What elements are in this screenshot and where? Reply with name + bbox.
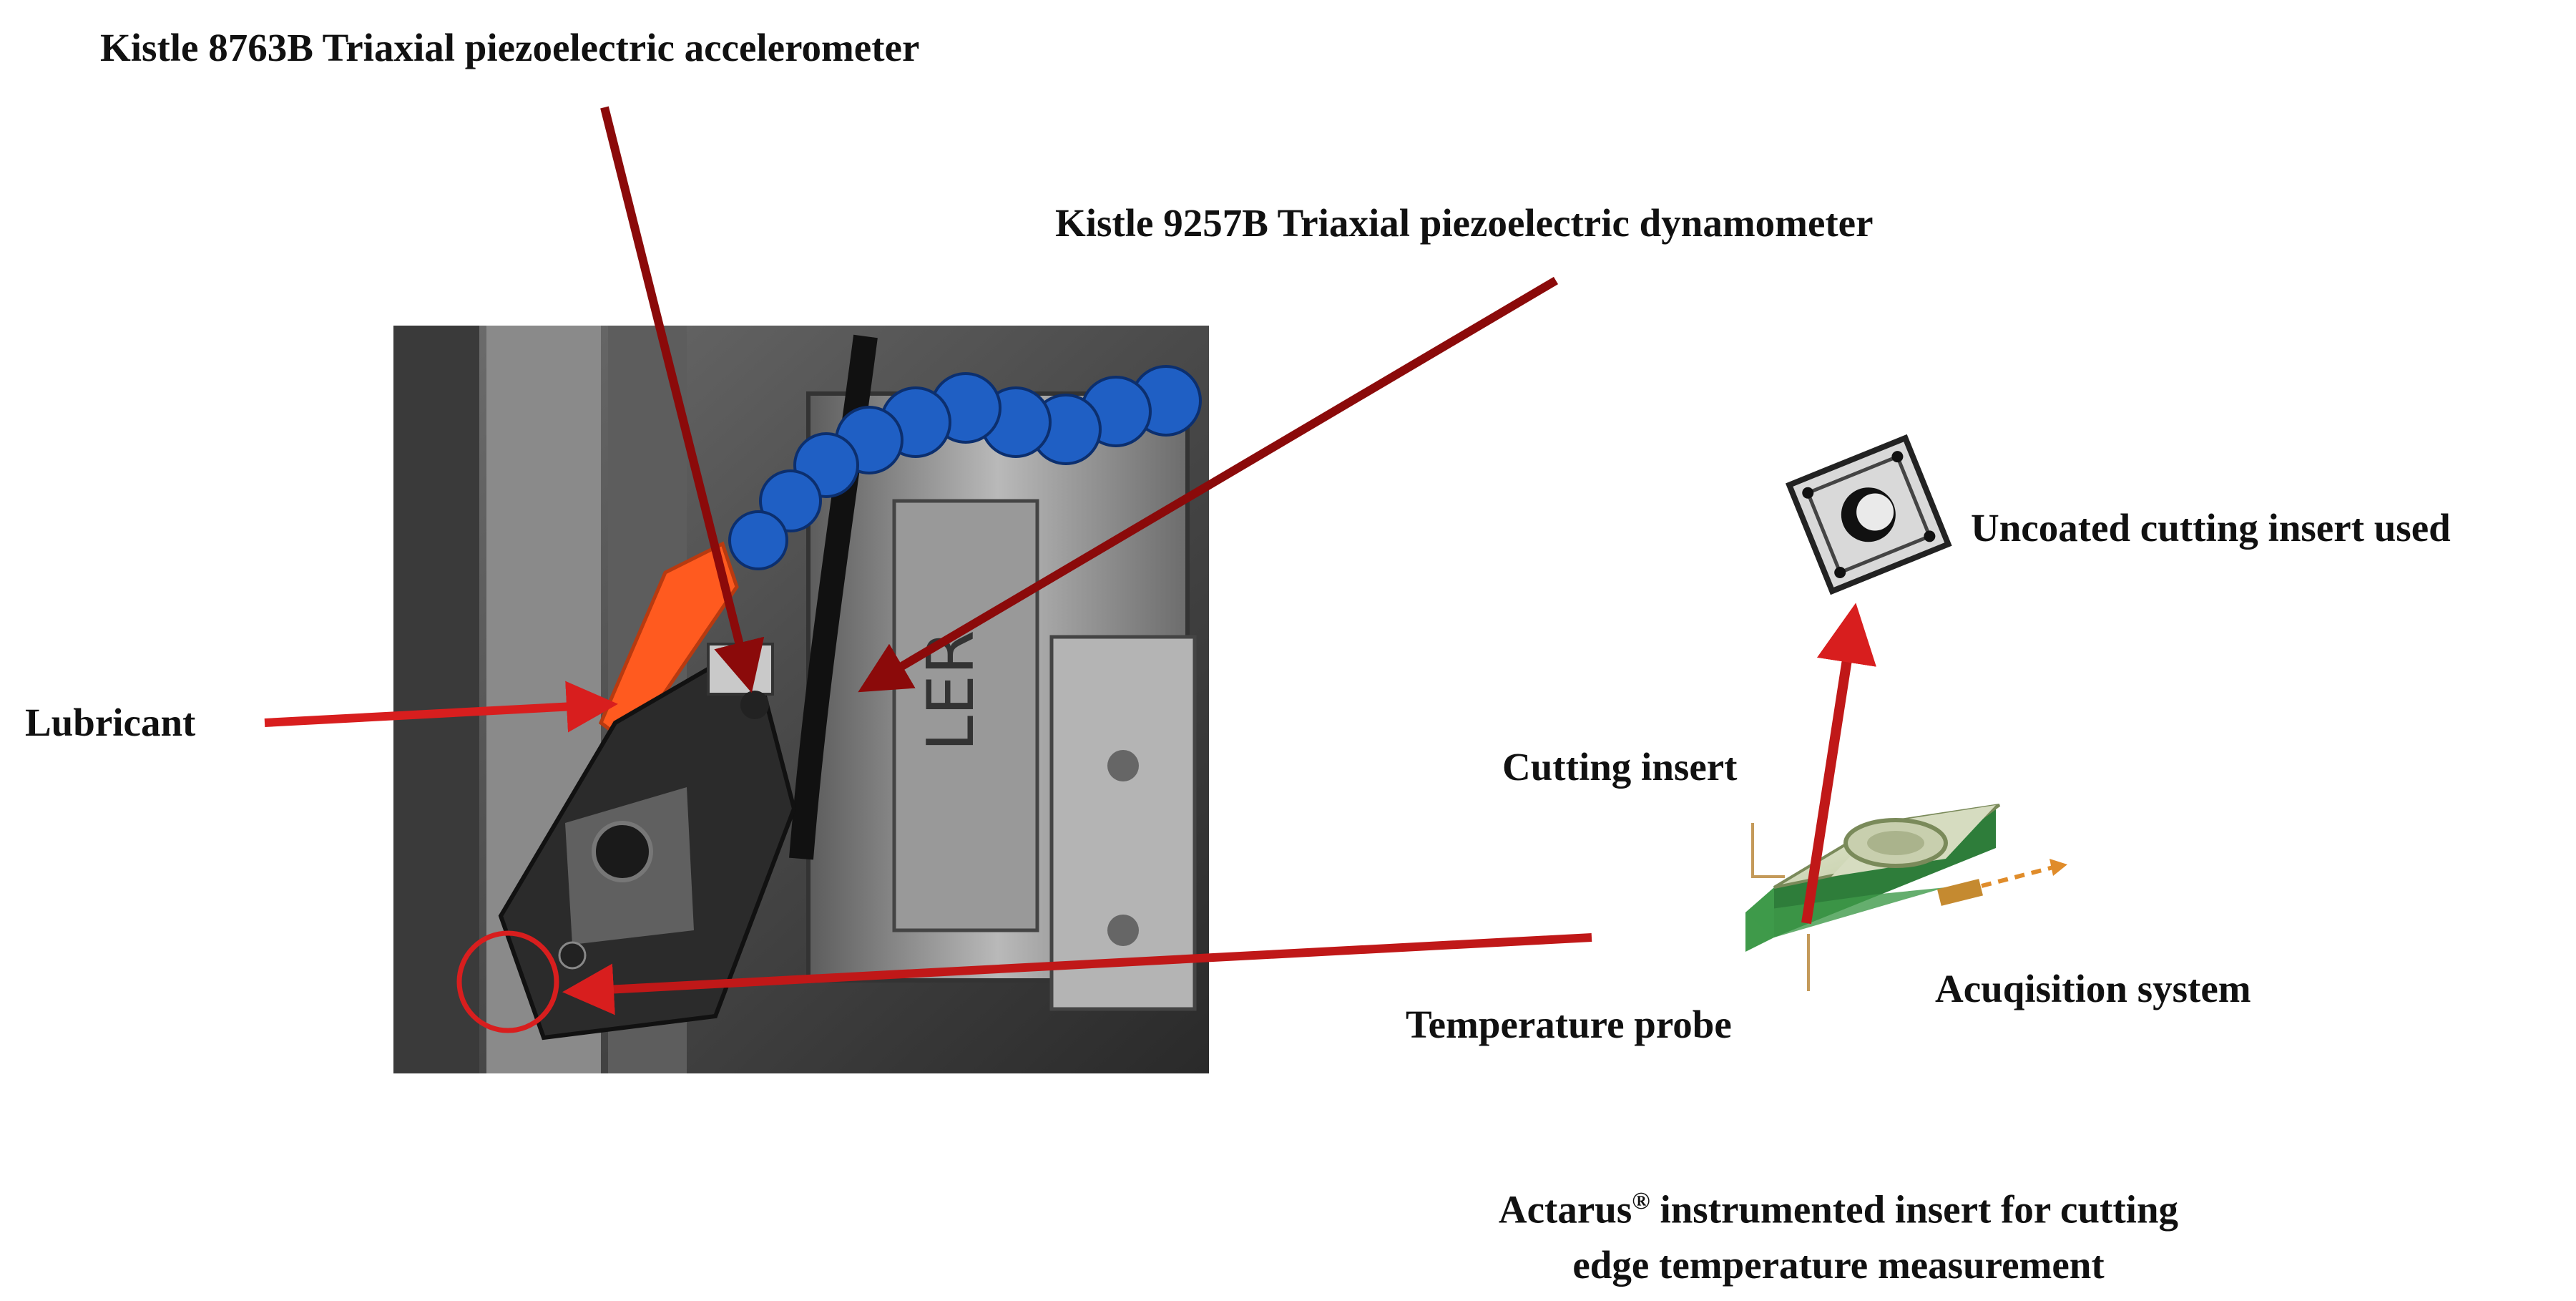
annotation-arrows: [264, 106, 1876, 1015]
caption-line-1-rest: instrumented insert for cutting: [1650, 1187, 2179, 1232]
caption-line-1: Actarus® instrumented insert for cutting: [1345, 1174, 2332, 1237]
caption-line-2: edge temperature measurement: [1572, 1243, 2105, 1287]
uncoated-insert-image: [1786, 434, 1952, 595]
insert-highlight-circle: [456, 930, 559, 1033]
coolant-hose: [728, 365, 1202, 570]
acquisition-system-label: Acuqisition system: [1935, 967, 2251, 1010]
temperature-probe-label: Temperature probe: [1406, 1003, 1732, 1046]
accelerometer-arrow: [600, 106, 765, 693]
accelerometer-label: Kistle 8763B Triaxial piezoelectric acce…: [100, 26, 920, 69]
dynamometer-label: Kistle 9257B Triaxial piezoelectric dyna…: [1055, 201, 1874, 245]
figure-caption: Actarus® instrumented insert for cutting…: [1345, 1174, 2332, 1293]
temperature-probe-arrow: [562, 933, 1592, 1015]
dynamometer-arrow: [858, 276, 1559, 693]
uncoated-insert-arrow: [1801, 603, 1876, 925]
cutting-insert-label: Cutting insert: [1502, 745, 1738, 789]
lubricant-arrow: [264, 681, 618, 733]
uncoated-insert-label: Uncoated cutting insert used: [1971, 506, 2451, 550]
instrumented-insert-image: [1745, 804, 2067, 991]
lubricant-label: Lubricant: [25, 701, 196, 744]
caption-brand: Actarus: [1498, 1187, 1632, 1232]
caption-registered-mark: ®: [1632, 1188, 1650, 1214]
